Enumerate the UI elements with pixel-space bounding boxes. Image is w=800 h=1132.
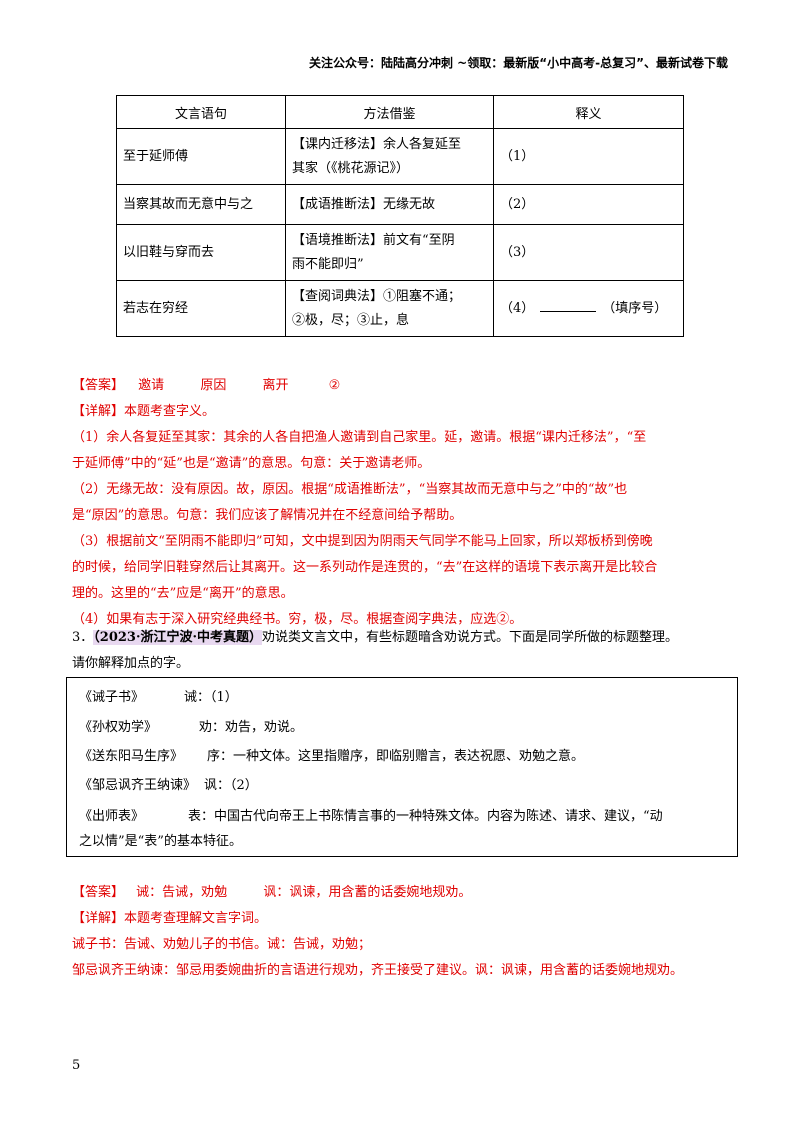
q2-detail-p2-l1: （2）无缘无故：没有原因。故，原因。根据“成语推断法”，“当察其故而无意中与之”…	[72, 482, 628, 497]
table-row: 若志在穷经 【查阅词典法】①阻塞不通；②极，尽；③止，息 （4）（填序号）	[116, 280, 684, 337]
column-header: 释义	[493, 95, 684, 129]
sentence-cell: 当察其故而无意中与之	[116, 184, 286, 225]
method-cell: 【查阅词典法】①阻塞不通；②极，尽；③止，息	[285, 280, 494, 337]
note-item: 《孙权劝学》劝：劝告，劝说。	[79, 720, 304, 735]
column-header: 方法借鉴	[285, 95, 494, 129]
q2-detail-p3-l2: 的时候，给同学旧鞋穿然后让其离开。这一系列动作是连贯的，“去”在这样的语境下表示…	[72, 560, 658, 575]
table-row: 以旧鞋与穿而去 【语境推断法】前文有“至阴雨不能即归” （3）	[116, 224, 684, 281]
answer-4: ②	[328, 378, 341, 393]
method-cell: 【成语推断法】无缘无故	[285, 184, 494, 225]
answer-2: 原因	[200, 378, 227, 393]
sentence-cell: 以旧鞋与穿而去	[116, 224, 286, 281]
q2-detail-intro: 【详解】本题考查字义。	[72, 404, 216, 419]
answer-cell: （2）	[493, 184, 684, 225]
q3-detail-l2: 邹忌讽齐王纳谏：邹忌用委婉曲折的言语进行规劝，齐王接受了建议。讽：讽谏，用含蓄的…	[72, 963, 684, 978]
q3-stem-line2: 请你解释加点的字。	[72, 656, 190, 671]
title-notes-box: 《诫子书》诫：（1） 《孙权劝学》劝：劝告，劝说。 《送东阳马生序》序：一种文体…	[66, 677, 738, 857]
q2-detail-p1-l2: 于延师傅”中的“延”也是“邀请”的意思。句意：关于邀请老师。	[72, 456, 431, 471]
page-number: 5	[72, 1058, 81, 1073]
note-item: 《邹忌讽齐王纳谏》讽：（2）	[79, 778, 258, 793]
q2-detail-p2-l2: 是“原因”的意思。句意：我们应该了解情况并在不经意间给予帮助。	[72, 508, 463, 523]
q3-answer-line: 【答案】 诫：告诫，劝勉 讽：讽谏，用含蓄的话委婉地规劝。	[72, 885, 472, 900]
note-item: 《送东阳马生序》序：一种文体。这里指赠序，即临别赠言，表达祝愿、劝勉之意。	[79, 749, 585, 764]
source-tag: （2023·浙江宁波·中考真题）	[93, 630, 263, 645]
column-header: 文言语句	[116, 95, 286, 129]
answer-3: 离开	[262, 378, 289, 393]
q3-detail-intro: 【详解】本题考查理解文言字词。	[72, 911, 268, 926]
method-cell: 【语境推断法】前文有“至阴雨不能即归”	[285, 224, 494, 281]
q2-detail-p3-l1: （3）根据前文“至阴雨不能即归”可知，文中提到因为阴雨天气同学不能马上回家，所以…	[72, 534, 653, 549]
answer-cell: （3）	[493, 224, 684, 281]
method-cell: 【课内迁移法】余人各复延至其家（《桃花源记》）	[285, 128, 494, 185]
table-header-row: 文言语句 方法借鉴 释义	[116, 95, 684, 129]
note-item-continued: 之以情”是“表”的基本特征。	[79, 834, 242, 849]
table-row: 当察其故而无意中与之 【成语推断法】无缘无故 （2）	[116, 184, 684, 225]
q3-detail-l1: 诫子书：告诫、劝勉儿子的书信。诫：告诫，劝勉；	[72, 937, 372, 952]
answer-cell: （1）	[493, 128, 684, 185]
answer-cell: （4）（填序号）	[493, 280, 684, 337]
table-row: 至于延师傅 【课内迁移法】余人各复延至其家（《桃花源记》） （1）	[116, 128, 684, 185]
q2-detail-p1-l1: （1）余人各复延至其家：其余的人各自把渔人邀请到自己家里。延，邀请。根据“课内迁…	[72, 430, 647, 445]
note-item: 《出师表》表：中国古代向帝王上书陈情言事的一种特殊文体。内容为陈述、请求、建议，…	[79, 809, 663, 824]
note-item: 《诫子书》诫：（1）	[79, 690, 238, 705]
q2-detail-p3-l3: 理的。这里的“去”应是“离开”的意思。	[72, 586, 294, 601]
answer-blank[interactable]	[540, 310, 597, 312]
sentence-cell: 若志在穷经	[116, 280, 286, 337]
sentence-cell: 至于延师傅	[116, 128, 286, 185]
q2-answer-line: 【答案】 邀请 原因 离开 ②	[72, 378, 341, 393]
classical-chinese-table: 文言语句 方法借鉴 释义 至于延师傅 【课内迁移法】余人各复延至其家（《桃花源记…	[116, 95, 684, 337]
question-number: 3．	[72, 630, 94, 645]
answer-1: 邀请	[138, 378, 165, 393]
page-header: 关注公众号：陆陆高分冲刺 ~领取：最新版“小中高考-总复习”、最新试卷下载	[309, 56, 728, 70]
q2-detail-p4: （4）如果有志于深入研究经典经书。穷，极，尽。根据查阅字典法，应选②。	[72, 612, 523, 627]
q3-stem: 3．（2023·浙江宁波·中考真题）劝说类文言文中，有些标题暗含劝说方式。下面是…	[72, 630, 679, 645]
